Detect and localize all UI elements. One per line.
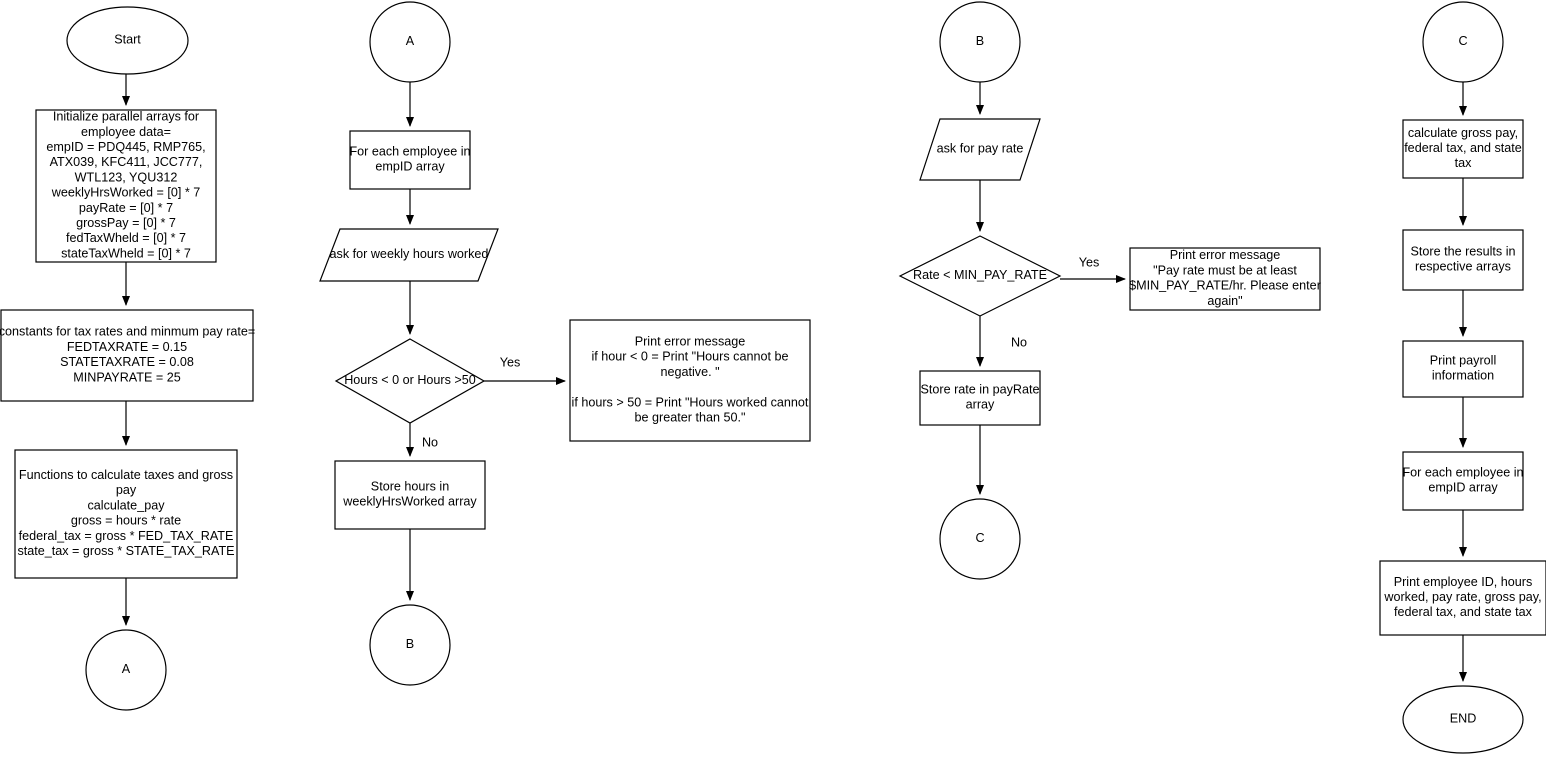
circle-shape (369, 604, 451, 686)
rect-shape (349, 130, 471, 190)
edge-label: No (1011, 335, 1027, 349)
node-label: END (1450, 712, 1477, 726)
node-label: B (406, 637, 414, 651)
ellipse-shape (1402, 685, 1524, 754)
edge-label: No (422, 435, 438, 449)
circle-shape (939, 498, 1021, 580)
diamond-shape (898, 235, 1062, 317)
rect-shape (35, 109, 217, 263)
circle-shape (85, 629, 167, 711)
parallelogram-shape (319, 228, 499, 282)
node-label: ask for weekly hours worked (330, 247, 489, 261)
edge-label: Yes (1079, 255, 1100, 269)
flowchart-node-connector-b-in[interactable]: B (939, 1, 1021, 83)
node-label: C (1458, 34, 1467, 48)
flowchart-node-connector-c-in[interactable]: C (1422, 1, 1504, 83)
node-label: C (975, 531, 984, 545)
flowchart-node-calculate-pay-taxes[interactable]: calculate gross pay,federal tax, and sta… (1402, 119, 1524, 179)
rect-shape (1379, 560, 1546, 636)
node-label: constants for tax rates and minmum pay r… (0, 325, 255, 385)
rect-shape (0, 309, 254, 402)
parallelogram-shape (919, 118, 1041, 181)
node-label: A (122, 662, 131, 676)
diamond-shape (334, 338, 486, 424)
node-label: calculate gross pay,federal tax, and sta… (1404, 126, 1522, 170)
node-label: Hours < 0 or Hours >50 (344, 373, 476, 387)
rect-shape (919, 370, 1041, 426)
edge-label: Yes (500, 355, 521, 369)
flowchart-node-hours-decision[interactable]: Hours < 0 or Hours >50 (334, 338, 486, 424)
rect-shape (1402, 119, 1524, 179)
flowchart-node-rate-decision[interactable]: Rate < MIN_PAY_RATE (898, 235, 1062, 317)
rect-shape (14, 449, 238, 579)
rect-shape (1402, 340, 1524, 398)
connector-arrow: Yes (484, 355, 566, 385)
flowchart-node-rate-error[interactable]: Print error message"Pay rate must be at … (1129, 247, 1321, 311)
flowchart-node-connector-b-out[interactable]: B (369, 604, 451, 686)
flowchart-node-ask-hours[interactable]: ask for weekly hours worked (319, 228, 499, 282)
node-label: ask for pay rate (937, 142, 1024, 156)
node-label: Start (114, 33, 141, 47)
connector-arrow: No (406, 423, 438, 457)
flowchart-node-connector-a-out[interactable]: A (85, 629, 167, 711)
circle-shape (369, 1, 451, 83)
circle-shape (939, 1, 1021, 83)
rect-shape (1402, 451, 1524, 511)
node-label: B (976, 34, 984, 48)
flowchart-node-constants[interactable]: constants for tax rates and minmum pay r… (0, 309, 255, 402)
flowchart-node-connector-a-in[interactable]: A (369, 1, 451, 83)
flowchart-node-end[interactable]: END (1402, 685, 1524, 754)
flowchart-node-ask-pay-rate[interactable]: ask for pay rate (919, 118, 1041, 181)
circle-shape (1422, 1, 1504, 83)
rect-shape (1402, 229, 1524, 291)
flowchart-node-connector-c-out[interactable]: C (939, 498, 1021, 580)
node-label: A (406, 34, 415, 48)
node-label: Print error message"Pay rate must be at … (1129, 249, 1321, 309)
rect-shape (569, 319, 811, 442)
flowchart-node-start[interactable]: Start (66, 6, 189, 75)
connector-arrow: Yes (1060, 255, 1126, 283)
node-label: Rate < MIN_PAY_RATE (913, 268, 1047, 282)
rect-shape (1129, 247, 1321, 311)
connector-arrow: No (976, 316, 1027, 367)
ellipse-shape (66, 6, 189, 75)
rect-shape (334, 460, 486, 530)
